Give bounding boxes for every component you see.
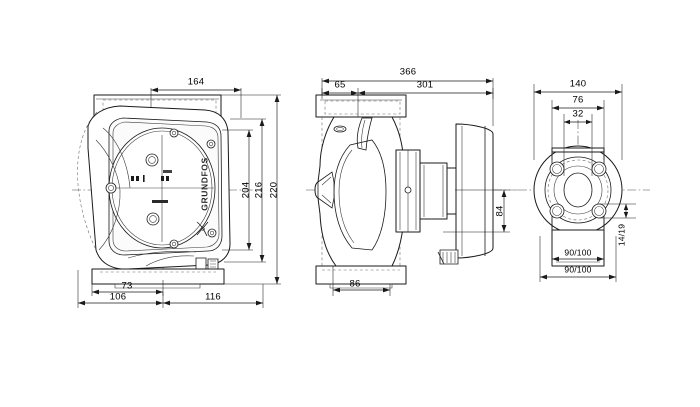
side-base-pad: [329, 283, 393, 289]
side-inlet-cone-lines: [321, 176, 332, 204]
dim-label-90-100-outer: 90/100: [564, 264, 591, 274]
dim-label-106: 106: [110, 292, 126, 303]
dim-90-100-inner: 90/100: [551, 218, 605, 264]
dim-14-19: 14/19: [599, 203, 636, 246]
front-cable-gland-ribs: [210, 260, 216, 268]
flange-bolt-circle-hidden: [547, 159, 609, 221]
front-button-left-inner: [108, 185, 114, 191]
dim-220: 220: [221, 94, 281, 285]
dim-label-220: 220: [269, 182, 280, 198]
front-fin-left: [95, 139, 121, 251]
front-screws: [169, 128, 217, 249]
front-display-strip: [152, 200, 168, 203]
side-cable-entry-ribs: [442, 252, 456, 263]
side-inlet-cone: [317, 171, 335, 209]
front-fin-left2: [102, 127, 131, 189]
dim-label-73: 73: [122, 281, 133, 292]
side-chamber-rim: [338, 149, 355, 244]
front-display-indicators: [131, 170, 172, 182]
front-fin-bottom: [127, 250, 197, 259]
grundfos-logo-mark: [196, 221, 209, 237]
side-motor-can: [455, 123, 494, 259]
dim-65-301: 65 301: [321, 80, 494, 117]
dim-164: 164: [150, 77, 242, 118]
dim-216: 216: [224, 118, 266, 263]
side-impeller-chamber: [333, 139, 387, 251]
dim-label-140: 140: [570, 79, 586, 90]
dim-32: 32: [563, 109, 593, 176]
dim-label-86: 86: [350, 279, 361, 290]
side-rib-top-line: [361, 119, 366, 149]
dim-label-164: 164: [188, 77, 204, 88]
dim-label-84: 84: [495, 206, 506, 217]
side-port-oval: [333, 125, 347, 133]
dim-90-100-outer: 90/100: [539, 236, 617, 282]
flange-bolt-holes: [549, 161, 607, 219]
dim-86: 86: [332, 266, 391, 296]
side-neck-large: [419, 162, 448, 220]
dim-label-65: 65: [335, 80, 346, 91]
side-port-oval-inner: [336, 127, 344, 131]
front-fin-bottom2: [145, 255, 195, 267]
dim-204: 204: [222, 129, 253, 251]
dim-label-14-19: 14/19: [616, 224, 626, 246]
front-button-top[interactable]: [145, 153, 159, 167]
dim-label-366: 366: [400, 67, 416, 78]
dim-106-116: 106 116: [77, 270, 264, 308]
side-cable-chamfer: [437, 251, 445, 265]
dim-label-32: 32: [573, 109, 584, 120]
front-controlbox-rim: [112, 121, 220, 252]
front-base-foot: [91, 268, 225, 285]
dim-140: 140: [533, 79, 623, 160]
front-brand-label: GRUNDFOS: [199, 157, 209, 210]
front-terminal-box: [195, 257, 207, 271]
flange-inner-ring: [553, 165, 603, 215]
side-shaft-end: [404, 186, 412, 194]
front-button-top-inner: [148, 156, 156, 164]
front-button-left[interactable]: [105, 182, 117, 194]
side-base-foot: [315, 265, 407, 285]
dim-73: 73: [91, 280, 164, 296]
dim-label-90-100-inner: 90/100: [564, 247, 591, 257]
flange-bore: [563, 172, 593, 208]
front-button-bottom[interactable]: [146, 212, 160, 226]
side-top-flange-hidden: [324, 100, 401, 115]
dim-label-204: 204: [241, 182, 252, 198]
flange-top-boss: [551, 147, 605, 153]
side-view: 366 65 301: [306, 67, 520, 296]
front-view: GRUNDFOS: [72, 77, 281, 308]
front-base-pad: [114, 283, 201, 289]
side-neck-small: [446, 167, 457, 215]
side-neck-lines: [423, 165, 444, 217]
dim-label-76: 76: [573, 95, 584, 106]
flange-view: 140 76 32: [518, 79, 650, 282]
dim-76: 76: [551, 95, 605, 160]
front-housing-hidden-arc: [77, 111, 151, 279]
side-top-flange: [315, 94, 407, 118]
dim-label-301: 301: [417, 80, 433, 91]
side-cable-entry: [439, 249, 459, 265]
dim-label-116: 116: [205, 292, 221, 303]
front-button-bottom-inner: [149, 215, 157, 223]
side-rib-top: [356, 117, 373, 151]
dim-84: 84: [443, 189, 510, 233]
dim-label-216: 216: [254, 182, 265, 198]
